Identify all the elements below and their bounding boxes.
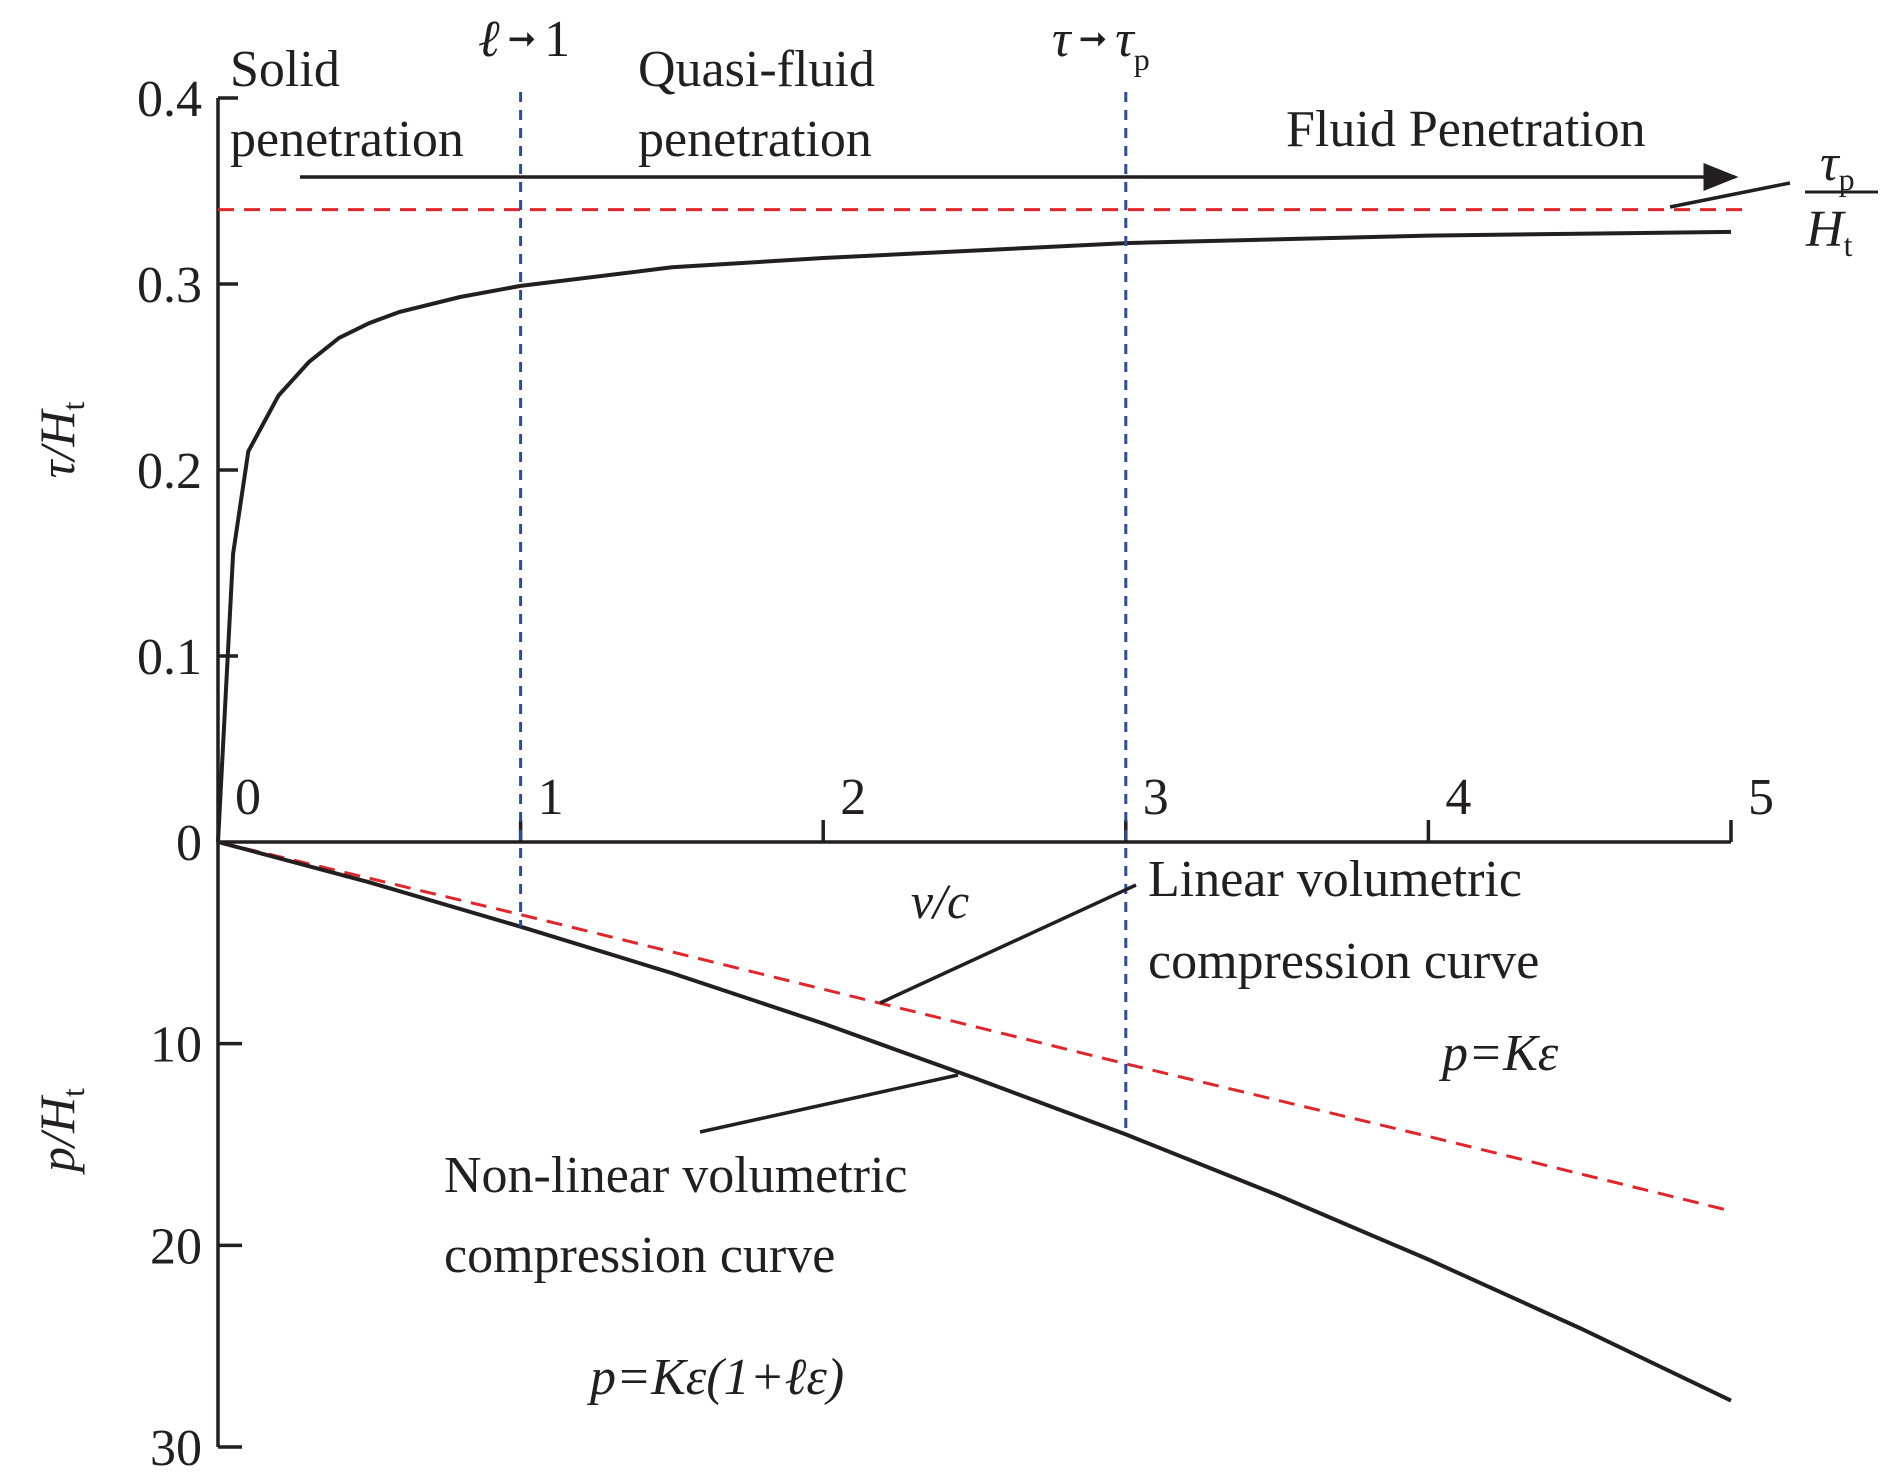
x-tick-label: 2	[840, 769, 866, 826]
tau-over-H-curve	[216, 229, 1732, 843]
x-tick-label: 1	[538, 769, 564, 826]
upper-y-tick-label: 0.1	[137, 629, 202, 686]
x-axis-label: v/c	[911, 873, 969, 929]
quasi-fluid-penetration-label: Quasi-fluid penetration	[638, 41, 888, 168]
fluid-penetration-label: Fluid Penetration	[1286, 101, 1646, 158]
x-tick-label: 5	[1748, 769, 1774, 826]
asymptote-label-denominator: Ht	[1805, 201, 1853, 263]
upper-y-tick-label: 0.4	[137, 71, 202, 128]
upper-y-tick-label: 0.2	[137, 443, 202, 500]
lower-y-tick-label: 20	[150, 1218, 202, 1275]
lower-y-tick-label: 10	[150, 1017, 202, 1074]
l-to-1-label: ℓ➞1	[478, 11, 570, 68]
x-tick-label: 3	[1143, 769, 1169, 826]
tau-to-tau-p-label: τ➞τp	[1052, 11, 1150, 77]
nonlinear-curve-label: Non-linear volumetric compression curve	[444, 1147, 921, 1284]
upper-y-tick-label: 0	[176, 815, 202, 872]
x-axis-ticks: 0 1 2 3 4 5	[235, 769, 1774, 842]
lower-y-axis-label: p/Ht	[29, 1088, 91, 1175]
axes: 0 1 2 3 4 5 0 0.1 0.2 0.3 0.4 10 20 30	[137, 71, 1774, 1474]
x-tick-label: 4	[1445, 769, 1471, 826]
upper-y-tick-label: 0.3	[137, 257, 202, 314]
linear-curve-leader-line	[879, 883, 1137, 1005]
upper-y-axis-label: τ/Ht	[29, 401, 91, 478]
nonlinear-formula: p=Kε(1+ℓε)	[586, 1349, 844, 1406]
linear-formula: p=Kε	[1438, 1025, 1559, 1082]
linear-curve-label: Linear volumetric compression curve	[1148, 851, 1539, 990]
asymptote-leader-line	[1669, 181, 1791, 209]
upper-y-axis-ticks: 0 0.1 0.2 0.3 0.4	[137, 71, 238, 872]
x-tick-label: 0	[235, 769, 261, 826]
nonlinear-compression-curve	[217, 840, 1732, 1403]
solid-penetration-label: Solid penetration	[230, 41, 464, 168]
lower-y-tick-label: 30	[150, 1420, 202, 1474]
series-layer	[216, 92, 1747, 1403]
asymptote-label-numerator: τp	[1820, 135, 1855, 197]
lower-y-axis-ticks: 10 20 30	[150, 1017, 242, 1474]
nonlinear-curve-leader-line	[699, 1073, 959, 1134]
